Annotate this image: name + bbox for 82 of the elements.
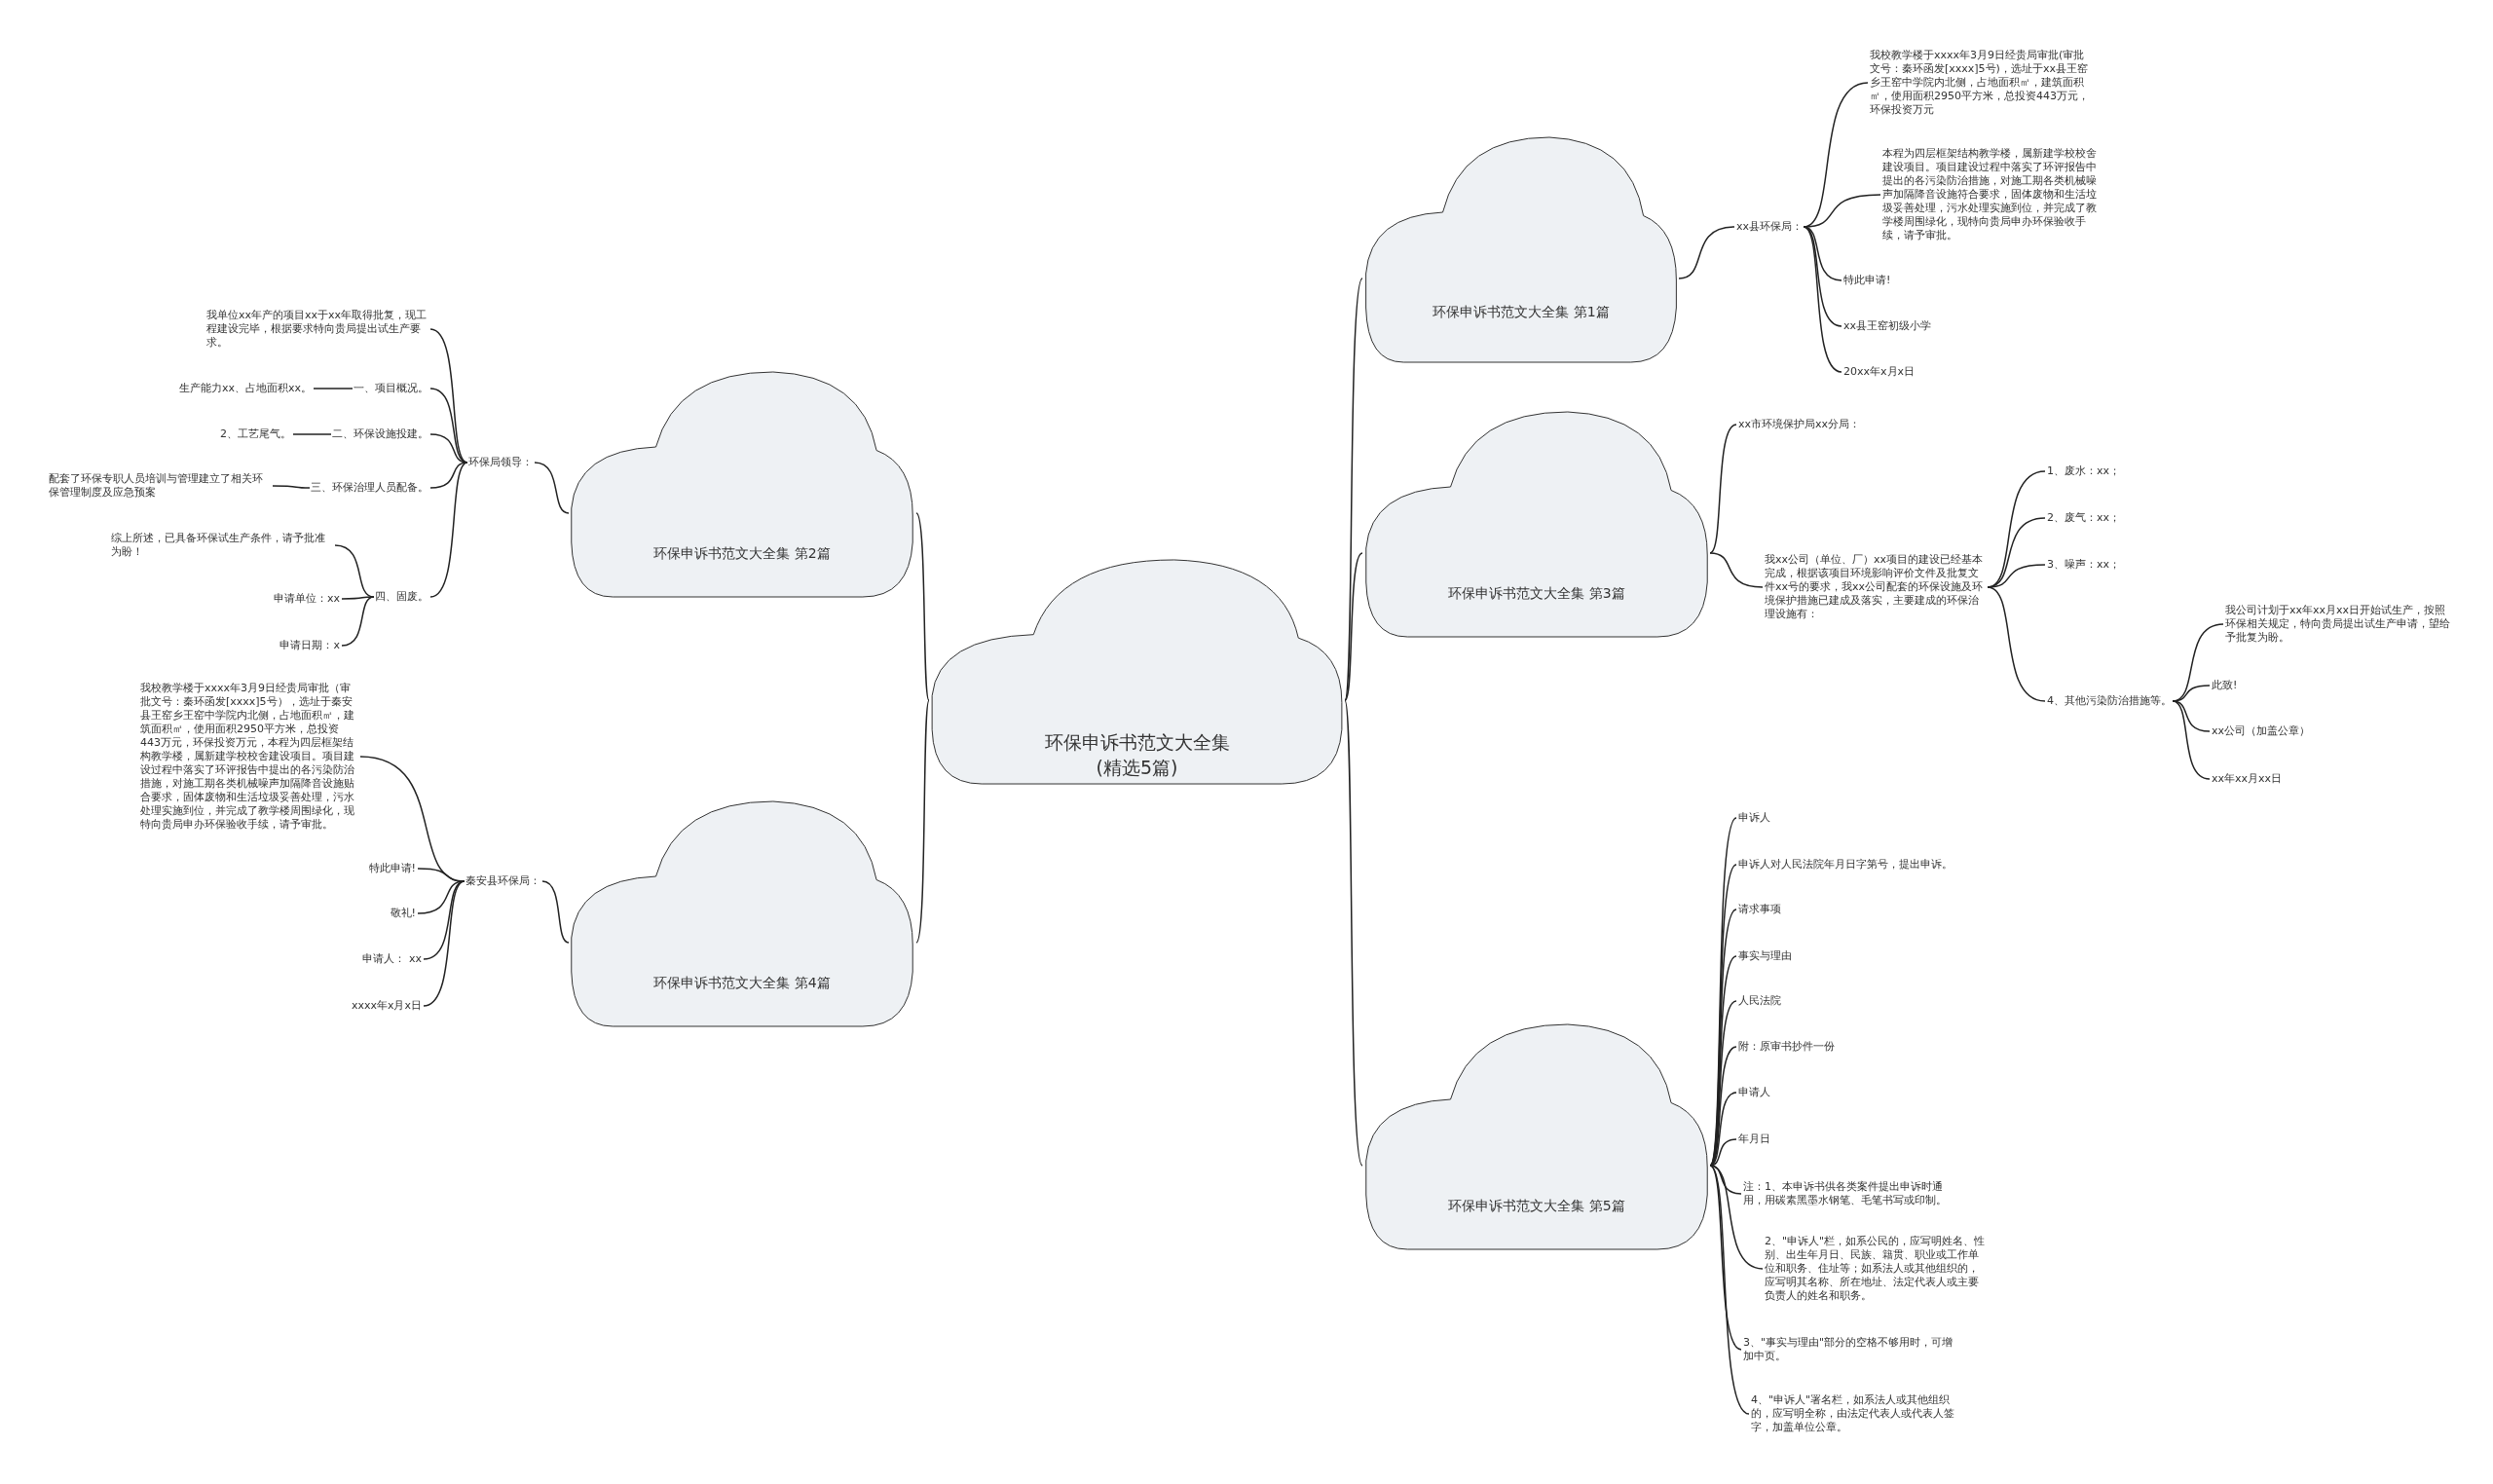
connector-line: [1803, 226, 1842, 281]
branch-text: 申诉人: [1738, 811, 1770, 825]
cloud-title: 环保申诉书范文大全集 第3篇: [1447, 583, 1626, 603]
connector-line: [1709, 1165, 1742, 1351]
branch-text: 我单位xx年产的项目xx于xx年取得批复，现工程建设完毕，根据要求特向贵局提出试生产要求。: [206, 309, 428, 350]
connector-line: [915, 512, 930, 702]
branch-text: 年月日: [1738, 1132, 1770, 1146]
connector-line: [1709, 552, 1764, 588]
branch-text: 此致!: [2212, 679, 2238, 692]
branch-text: 申请人: [1738, 1086, 1770, 1099]
branch-text: xx年xx月xx日: [2212, 772, 2283, 786]
connector-line: [341, 596, 375, 600]
branch-text: 四、固废。: [375, 590, 428, 604]
cloud-title: 环保申诉书范文大全集 第4篇: [652, 973, 832, 992]
branch-text: 人民法院: [1738, 994, 1781, 1008]
connector-line: [313, 388, 353, 390]
branch-text: 配套了环保专职人员培训与管理建立了相关环保管理制度及应急预案: [49, 472, 271, 500]
branch-text: 我公司计划于xx年xx月xx日开始试生产，按照环保相关规定，特向贵局提出试生产申请，望给予批复为盼。: [2225, 604, 2451, 645]
connector-line: [429, 462, 468, 598]
connector-line: [915, 699, 930, 944]
cloud-title: 环保申诉书范文大全集(精选5篇): [1043, 730, 1231, 780]
branch-text: 申请日期：x: [279, 639, 340, 652]
connector-line: [1803, 226, 1842, 373]
branch-text: 我校教学楼于xxxx年3月9日经贵局审批（审批文号：秦环函发[xxxx]5号），选址于秦安县王窑乡王窑中学院内北侧，占地面积㎡，建筑面积㎡，使用面积2950平方米，总投资443万元，环保投资万元，本程为四层框架结构教学楼，属新建学校校舍建设项目。项目建设过程中落实了环评报告中提出的各污染防治措施，对施工期各类机械噪声加隔降音设施贴合要求，固体废物和生活垃圾妥善处理，污水处理实施到位，并完成了教学楼周围绿化，现特向贵局申办环保验收手续，请予审批。: [140, 682, 358, 832]
branch-text: xx公司（加盖公章）: [2212, 724, 2311, 738]
connector-line: [1709, 1165, 1764, 1270]
branch-text: 我xx公司（单位、厂）xx项目的建设已经基本完成，根据该项目环境影响评价文件及批复文件xx号的要求，我xx公司配套的环保设施及环境保护措施已建成及落实，主要建成的环保治理设施有：: [1765, 553, 1987, 621]
connector-line: [541, 880, 570, 944]
branch-text: 20xx年x月x日: [1843, 365, 1916, 379]
branch-text: 申诉人对人民法院年月日字第号，提出申诉。: [1738, 858, 1953, 872]
branch-text: 注：1、本申诉书供各类案件提出申诉时通用，用碳素黑墨水钢笔、毛笔书写或印制。: [1743, 1180, 1959, 1207]
cloud-title: 环保申诉书范文大全集 第1篇: [1432, 303, 1611, 322]
branch-text: xx县环保局：: [1736, 220, 1804, 234]
connector-line: [1709, 1046, 1737, 1167]
branch-text: 环保局领导：: [468, 456, 533, 469]
branch-text: 我校教学楼于xxxx年3月9日经贵局审批(审批文号：秦环函发[xxxx]5号)，选址于xx县王窑乡王窑中学院内北侧，占地面积㎡，建筑面积㎡，使用面积2950平方米，总投资443万元，环保投资万元: [1870, 49, 2092, 117]
branch-text: 综上所述，已具备环保试生产条件，请予批准为盼！: [111, 532, 333, 559]
branch-text: 事实与理由: [1738, 949, 1792, 963]
branch-text: xx市环境保护局xx分局：: [1738, 418, 1861, 431]
cloud-title: 环保申诉书范文大全集 第5篇: [1447, 1196, 1626, 1215]
connector-line: [429, 328, 468, 464]
branch-text: 本程为四层框架结构教学楼，属新建学校校舍建设项目。项目建设过程中落实了环评报告中提出的各污染防治措施，对施工期各类机械噪声加隔降音设施符合要求，固体废物和生活垃圾妥善处理，污水处理实施到位，并完成了教学楼周围绿化，现特向贵局申办环保验收手续，请予审批。: [1882, 147, 2106, 242]
branch-text: 附：原审书抄件一份: [1738, 1040, 1835, 1054]
branch-text: 二、环保设施投建。: [332, 427, 428, 441]
connector-line: [272, 485, 311, 489]
connector-line: [1344, 278, 1363, 702]
branch-text: 2、"申诉人"栏，如系公民的，应写明姓名、性别、出生年月日、民族、籍贯、职业或工作单位和职务、住址等；如系法人或其他组织的，应写明其名称、所在地址、法定代表人或主要负责人的姓名和职务。: [1765, 1235, 1989, 1303]
connector-line: [1678, 226, 1735, 279]
connector-line: [341, 596, 375, 647]
branch-text: 3、噪声：xx；: [2047, 558, 2121, 572]
branch-text: 一、项目概况。: [353, 382, 428, 395]
connector-line: [1803, 194, 1881, 228]
cloud-title: 环保申诉书范文大全集 第2篇: [652, 543, 832, 563]
branch-text: 4、其他污染防治措施等。: [2047, 694, 2172, 708]
branch-text: 3、"事实与理由"部分的空格不够用时，可增加中页。: [1743, 1336, 1959, 1363]
branch-text: 特此申请!: [368, 862, 416, 875]
branch-text: xxxx年x月x日: [351, 999, 422, 1013]
branch-text: 申请人： xx: [362, 952, 422, 966]
connector-line: [1709, 1165, 1750, 1415]
branch-text: 秦安县环保局：: [465, 874, 540, 888]
branch-text: 1、废水：xx；: [2047, 464, 2121, 478]
connector-line: [417, 880, 465, 914]
branch-text: 2、废气：xx；: [2047, 511, 2121, 525]
branch-text: 请求事项: [1738, 903, 1781, 916]
connector-line: [1344, 552, 1363, 702]
connector-line: [429, 462, 468, 489]
connector-line: [292, 433, 332, 435]
connector-line: [423, 880, 465, 1007]
connector-line: [2172, 700, 2211, 780]
connector-line: [2172, 700, 2211, 732]
branch-text: 敬礼!: [390, 907, 416, 920]
branch-text: 三、环保治理人员配备。: [311, 481, 428, 495]
connector-line: [534, 462, 570, 514]
branch-text: 生产能力xx、占地面积xx。: [178, 382, 312, 395]
connector-line: [1987, 586, 2046, 702]
branch-text: 4、"申诉人"署名栏，如系法人或其他组织的，应写明全称，由法定代表人或代表人签字，加盖单位公章。: [1751, 1393, 1967, 1434]
branch-text: 特此申请!: [1843, 274, 1891, 287]
connector-line: [1709, 424, 1737, 554]
connector-line: [1344, 699, 1363, 1167]
branch-text: 2、工艺尾气。: [220, 427, 291, 441]
branch-text: 申请单位：xx: [273, 592, 340, 606]
branch-text: xx县王窑初级小学: [1843, 319, 1932, 333]
